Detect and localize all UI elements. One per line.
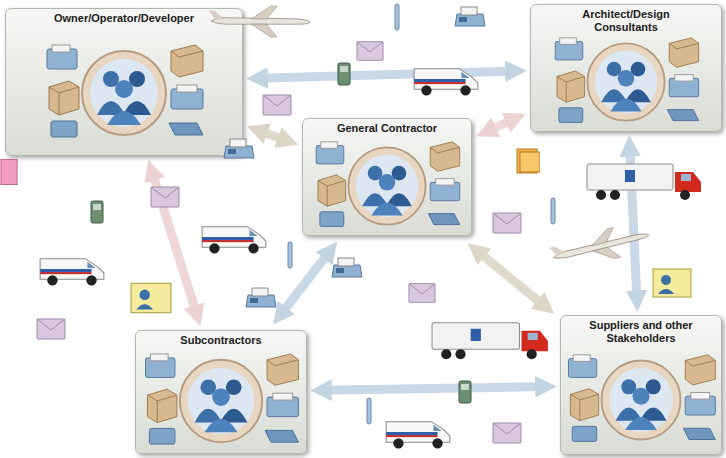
flow-arrow	[630, 146, 637, 301]
flow-arrow	[280, 250, 331, 316]
office-icons	[555, 38, 699, 123]
envelope	[493, 423, 521, 443]
flow-arrow	[486, 118, 516, 132]
envelope	[37, 319, 65, 339]
delivery-van	[386, 422, 450, 449]
fax-machine	[224, 139, 254, 158]
box-title: Suppliers and other Stakeholders	[586, 319, 696, 345]
flow-arrow	[321, 387, 546, 391]
box-title: Subcontractors	[146, 334, 296, 347]
fax-machine	[332, 258, 362, 277]
airplane	[209, 6, 310, 37]
airplane	[548, 220, 652, 274]
flow-arrow	[257, 71, 516, 78]
office-icons	[47, 45, 203, 137]
envelope	[357, 42, 383, 61]
mail-tube	[551, 198, 555, 224]
office-icons	[316, 142, 460, 227]
flow-arrow	[476, 250, 546, 307]
box-title: Architect/Design Consultants	[571, 8, 681, 34]
flow-arrow	[152, 170, 198, 316]
pink-document	[1, 159, 17, 184]
envelope	[151, 187, 179, 207]
office-icons	[569, 355, 716, 442]
delivery-van	[40, 259, 104, 286]
stakeholder-box: Architect/Design Consultants	[530, 4, 722, 132]
contact-card	[131, 283, 171, 312]
flow-arrow	[257, 130, 288, 141]
mail-tube	[288, 242, 292, 268]
truck	[432, 323, 548, 360]
document-stack	[517, 149, 540, 173]
envelope	[409, 284, 435, 303]
stakeholder-box: Owner/Operator/Developer	[5, 8, 243, 156]
mobile-phone	[91, 201, 103, 223]
stakeholder-box: Subcontractors	[135, 330, 307, 454]
box-title: Owner/Operator/Developer	[24, 12, 224, 25]
fax-machine	[246, 288, 276, 307]
mail-tube	[395, 4, 399, 30]
contact-card	[653, 269, 691, 297]
fax-machine	[455, 7, 485, 26]
delivery-van	[414, 69, 478, 96]
office-icons	[146, 354, 299, 444]
delivery-van	[202, 227, 266, 254]
box-title: General Contractor	[312, 122, 462, 135]
mobile-phone	[459, 381, 471, 403]
truck	[587, 164, 701, 200]
stakeholder-box: General Contractor	[302, 118, 472, 236]
mail-tube	[367, 398, 371, 424]
stakeholder-box: Suppliers and other Stakeholders	[560, 315, 722, 455]
mobile-phone	[338, 63, 350, 85]
envelope	[263, 95, 291, 115]
envelope	[493, 213, 521, 233]
